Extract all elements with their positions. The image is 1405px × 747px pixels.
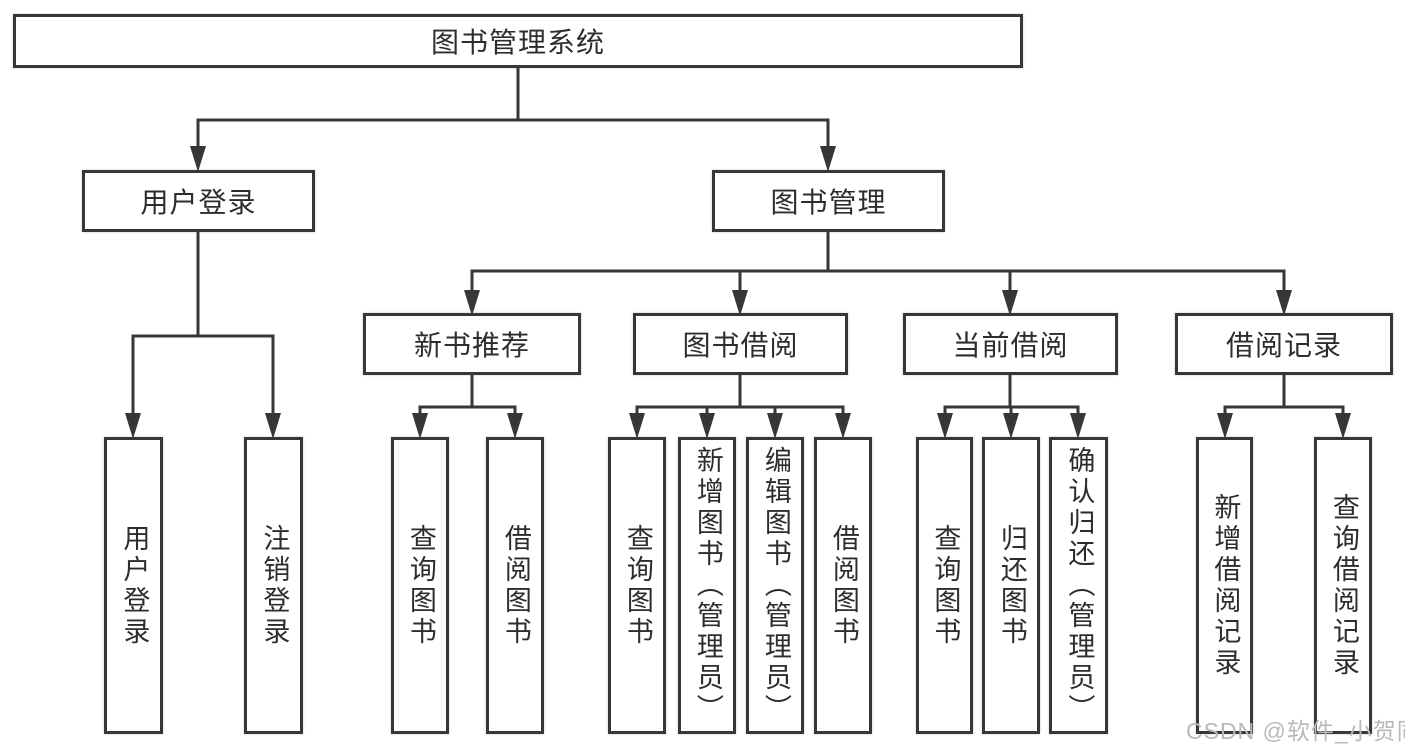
leaf-borrowing-add-books-admin: 新增图书（管理员） (678, 437, 736, 734)
node-book-borrowing-label: 图书借阅 (682, 330, 799, 361)
leaf-records-add-record: 新增借阅记录 (1196, 437, 1253, 734)
node-root-label: 图书管理系统 (430, 27, 605, 58)
node-new-book-recommend: 新书推荐 (363, 313, 581, 375)
node-borrowing-records: 借阅记录 (1175, 313, 1393, 375)
leaf-newbook-query-books: 查询图书 (391, 437, 449, 734)
node-borrowing-records-label: 借阅记录 (1225, 330, 1342, 361)
node-book-management: 图书管理 (712, 170, 945, 232)
node-book-management-label: 图书管理 (770, 187, 887, 218)
leaf-borrowing-borrow-books: 借阅图书 (814, 437, 872, 734)
leaf-borrowing-query-books: 查询图书 (608, 437, 666, 734)
leaf-logout: 注销登录 (244, 437, 303, 734)
node-root: 图书管理系统 (13, 14, 1023, 68)
node-new-book-recommend-label: 新书推荐 (413, 330, 530, 361)
node-user-login-label: 用户登录 (140, 187, 257, 218)
leaf-current-return-books: 归还图书 (982, 437, 1040, 734)
csdn-watermark: CSDN @软件_小贺同学 (1186, 718, 1405, 744)
leaf-newbook-borrow-books: 借阅图书 (486, 437, 544, 734)
leaf-borrowing-edit-books-admin: 编辑图书（管理员） (746, 437, 804, 734)
node-current-borrowing-label: 当前借阅 (952, 330, 1069, 361)
node-current-borrowing: 当前借阅 (903, 313, 1118, 375)
leaf-records-query-record: 查询借阅记录 (1314, 437, 1372, 734)
node-book-borrowing: 图书借阅 (633, 313, 848, 375)
leaf-user-login: 用户登录 (104, 437, 163, 734)
node-user-login: 用户登录 (82, 170, 315, 232)
leaf-current-query-books: 查询图书 (916, 437, 973, 734)
leaf-current-confirm-return-admin: 确认归还（管理员） (1049, 437, 1108, 734)
